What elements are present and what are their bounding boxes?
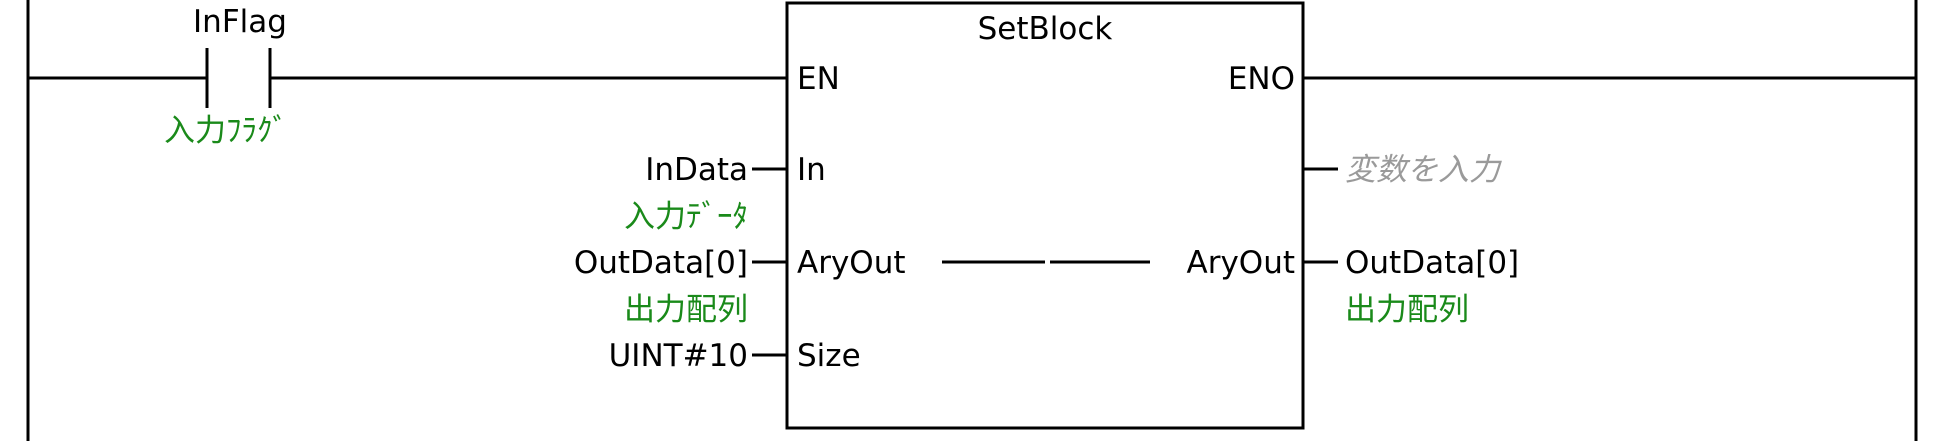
output-variable-placeholder[interactable]: 変数を入力	[1345, 152, 1502, 188]
pin-aryout-in: AryOut	[797, 245, 906, 281]
pin-in: In	[797, 152, 826, 188]
block-name: SetBlock	[978, 11, 1113, 47]
output-comment-aryout: 出力配列	[1345, 292, 1469, 328]
input-variable-aryout[interactable]: OutData[0]	[574, 245, 748, 281]
contact-variable[interactable]: InFlag	[193, 4, 287, 40]
pin-size: Size	[797, 338, 861, 374]
input-variable-in[interactable]: InData	[645, 152, 748, 188]
no-contact[interactable]	[205, 48, 272, 108]
input-comment-aryout: 出力配列	[624, 292, 748, 328]
function-block[interactable]	[785, 1, 1305, 430]
input-comment-in: 入力ﾃﾞｰﾀ	[624, 199, 748, 235]
input-variable-size[interactable]: UINT#10	[609, 338, 748, 374]
contact-comment: 入力ﾌﾗｸﾞ	[164, 113, 288, 149]
pin-eno: ENO	[1228, 61, 1295, 97]
pin-aryout-out: AryOut	[1187, 245, 1296, 281]
output-variable-aryout[interactable]: OutData[0]	[1345, 245, 1519, 281]
pin-en: EN	[797, 61, 840, 97]
